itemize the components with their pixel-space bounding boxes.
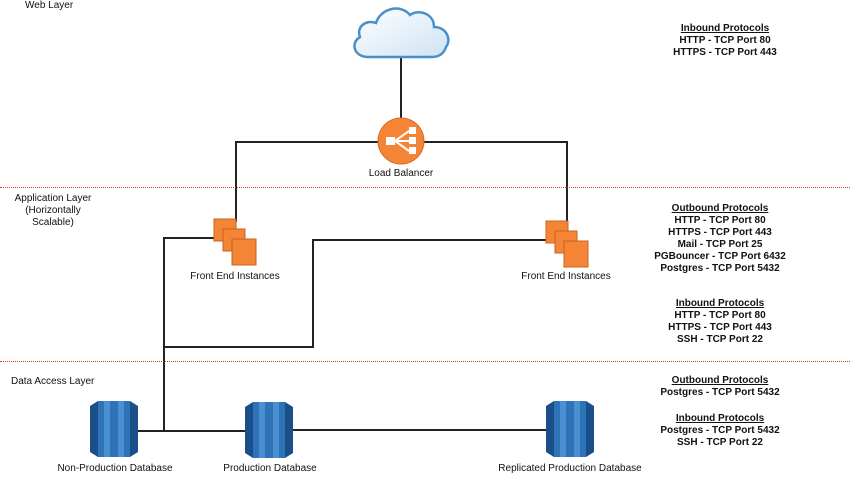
prod-db-label: Production Database [223,463,317,474]
app-outbound-heading: Outbound Protocols [671,203,769,214]
database-icon-nonprod[interactable] [88,398,140,460]
ec2-instances-icon-right[interactable] [544,219,592,271]
application-layer-subtitle: (Horizontally Scalable) [25,205,81,228]
ec2-instances-icon-left[interactable] [212,217,260,269]
protocol-item: HTTP - TCP Port 80 [679,35,771,46]
database-icon-replica[interactable] [544,398,596,460]
web-inbound-protocols: Inbound Protocols HTTP - TCP Port 80 HTT… [635,23,815,59]
web-inbound-heading: Inbound Protocols [680,23,770,34]
load-balancer-icon[interactable] [377,117,425,165]
app-inbound-heading: Inbound Protocols [675,298,765,309]
nonprod-db-label: Non-Production Database [57,463,173,474]
protocol-item: Postgres - TCP Port 5432 [660,387,780,398]
data-access-layer-label: Data Access Layer [11,376,95,387]
divider-web-app [0,187,850,188]
data-outbound-heading: Outbound Protocols [671,375,769,386]
database-icon-prod[interactable] [243,399,295,461]
protocol-item: Postgres - TCP Port 5432 [660,263,780,274]
protocol-item: SSH - TCP Port 22 [677,437,763,448]
cloud-icon [353,7,450,59]
protocol-item: SSH - TCP Port 22 [677,334,763,345]
front-end-right-label: Front End Instances [521,271,611,282]
protocol-item: HTTPS - TCP Port 443 [668,227,772,238]
protocol-item: PGBouncer - TCP Port 6432 [654,251,786,262]
app-inbound-protocols: Inbound Protocols HTTP - TCP Port 80 HTT… [630,298,810,346]
application-layer-title: Application Layer [14,193,92,204]
divider-app-data [0,361,850,362]
data-inbound-heading: Inbound Protocols [675,413,765,424]
web-layer-label: Web Layer [25,0,74,11]
protocol-item: HTTP - TCP Port 80 [674,310,766,321]
protocol-item: HTTPS - TCP Port 443 [668,322,772,333]
front-end-left-label: Front End Instances [190,271,280,282]
protocol-item: HTTPS - TCP Port 443 [673,47,777,58]
app-outbound-protocols: Outbound Protocols HTTP - TCP Port 80 HT… [630,203,810,275]
data-inbound-protocols: Inbound Protocols Postgres - TCP Port 54… [630,413,810,449]
protocol-item: Postgres - TCP Port 5432 [660,425,780,436]
application-layer-label: Application Layer (Horizontally Scalable… [3,193,103,229]
data-outbound-protocols: Outbound Protocols Postgres - TCP Port 5… [630,375,810,399]
replica-db-label: Replicated Production Database [498,463,642,474]
load-balancer-label: Load Balancer [368,168,434,179]
protocol-item: Mail - TCP Port 25 [677,239,763,250]
protocol-item: HTTP - TCP Port 80 [674,215,766,226]
